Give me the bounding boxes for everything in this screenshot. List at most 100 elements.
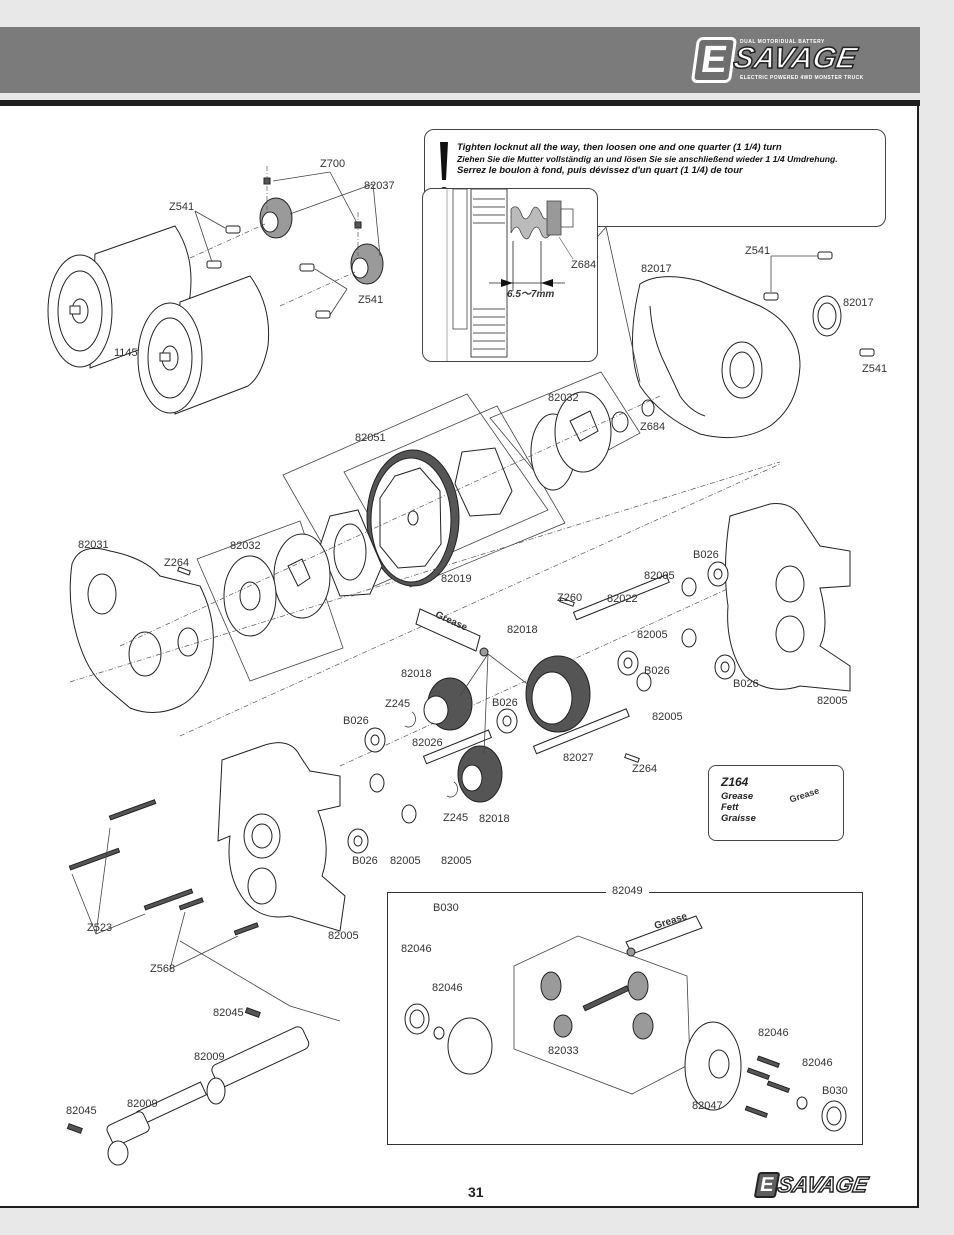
- part-label: 82009: [194, 1051, 225, 1063]
- part-label: 82022: [607, 593, 638, 605]
- header-band: E DUAL MOTOR/DUAL BATTERY SAVAGE ELECTRI…: [0, 27, 920, 93]
- part-label: Z523: [87, 922, 113, 934]
- motor-1145-front: [137, 275, 270, 415]
- grease-word-de: Fett: [721, 802, 739, 813]
- part-label: 82018: [507, 624, 538, 636]
- part-label: 82046: [432, 982, 463, 994]
- page-number: 31: [468, 1184, 484, 1200]
- part-label: 82031: [78, 539, 109, 551]
- locknut-z684: [611, 399, 655, 433]
- part-label: Z260: [557, 592, 583, 604]
- part-label: Z700: [320, 158, 346, 170]
- manual-page: Tighten locknut all the way, then loosen…: [0, 106, 919, 1208]
- part-label: 82033: [548, 1045, 579, 1057]
- grease-tube-label-z164: Grease: [788, 785, 821, 805]
- part-label: 82005: [652, 711, 683, 723]
- part-label: 82005: [328, 930, 359, 942]
- part-label: 82005: [637, 629, 668, 641]
- leader-lines-motors: [189, 166, 381, 316]
- slipper-detail-drawing: [446, 189, 574, 361]
- part-label: 82045: [66, 1105, 97, 1117]
- part-label: B030: [822, 1085, 848, 1097]
- warning-text: Tighten locknut all the way, then loosen…: [457, 142, 838, 177]
- part-label: Z245: [443, 812, 469, 824]
- idler-gears-82018: [423, 655, 591, 803]
- logo-wordmark: SAVAGE: [775, 1171, 870, 1197]
- part-label: B026: [343, 715, 369, 727]
- exploded-view-diagram: [47, 166, 875, 1166]
- part-label: 82009: [127, 1098, 158, 1110]
- differential-assembly: [404, 915, 847, 1132]
- part-label: Z541: [169, 201, 195, 213]
- e-clips-z245: [404, 711, 458, 798]
- center-driveshaft-82009: [66, 940, 341, 1166]
- part-label: 82032: [548, 392, 579, 404]
- part-label: B026: [733, 678, 759, 690]
- part-label: Z684: [640, 421, 666, 433]
- part-label: 82037: [364, 180, 395, 192]
- detail-label-z684: Z684: [571, 259, 597, 271]
- motor-plate-82031: [69, 547, 214, 713]
- part-label: B026: [644, 665, 670, 677]
- spur-gear-82019: [366, 449, 460, 587]
- part-label: Z245: [385, 698, 411, 710]
- bearings-b026: [347, 561, 736, 854]
- pin-z264-a: [177, 566, 191, 576]
- part-label: 82046: [758, 1027, 789, 1039]
- part-label: 82017: [843, 297, 874, 309]
- part-label: 82046: [401, 943, 432, 955]
- part-label: 82005: [441, 855, 472, 867]
- warning-text-de: Ziehen Sie die Mutter vollständig an und…: [457, 153, 838, 164]
- bushings-82005: [369, 577, 697, 824]
- part-label: B030: [433, 902, 459, 914]
- part-label: B026: [352, 855, 378, 867]
- part-label: 82045: [213, 1007, 244, 1019]
- part-label: 82047: [692, 1100, 723, 1112]
- pinion-gear-82037-b: [350, 221, 384, 285]
- gearbox-case-left-82005: [217, 742, 346, 932]
- part-label: 82046: [802, 1057, 833, 1069]
- pinion-gear-82037-a: [259, 177, 293, 239]
- grease-tube-main: [415, 608, 531, 755]
- part-label: Z541: [862, 363, 888, 375]
- part-label: 82018: [479, 813, 510, 825]
- grease-word-en: Grease: [721, 791, 754, 802]
- diff-group-title: 82049: [606, 885, 649, 897]
- grease-word-fr: Graisse: [721, 813, 756, 824]
- screw-z541-set: [206, 225, 875, 357]
- gearbox-case-right-82005: [724, 503, 851, 692]
- logo-wordmark: SAVAGE: [730, 41, 860, 76]
- part-label: Z264: [632, 763, 658, 775]
- part-label: 82019: [441, 573, 472, 585]
- part-label: 82032: [230, 540, 261, 552]
- part-label: Z541: [745, 245, 771, 257]
- diff-group-box: [387, 892, 863, 1145]
- part-label: B026: [693, 549, 719, 561]
- part-label: Z264: [164, 557, 190, 569]
- warning-text-fr: Serrez le boulon à fond, puis dévissez d…: [457, 165, 743, 176]
- part-label: 82005: [644, 570, 675, 582]
- part-label: 82018: [401, 668, 432, 680]
- esavage-logo: E DUAL MOTOR/DUAL BATTERY SAVAGE ELECTRI…: [690, 37, 884, 83]
- shafts: [422, 574, 670, 765]
- logo-tagline-bottom: ELECTRIC POWERED 4WD MONSTER TRUCK: [740, 75, 864, 81]
- part-label: 82027: [563, 752, 594, 764]
- warning-text-en: Tighten locknut all the way, then loosen…: [457, 142, 782, 153]
- bearing-insert-82017: [812, 295, 842, 337]
- part-label: Z541: [358, 294, 384, 306]
- logo-tagline-top: DUAL MOTOR/DUAL BATTERY: [740, 39, 825, 45]
- part-label: 82005: [817, 695, 848, 707]
- grease-note-box: Z164 Grease Fett Graisse Grease: [708, 765, 844, 841]
- part-label: 82026: [412, 737, 443, 749]
- detail-measurement: 6.5〜7mm: [507, 289, 555, 300]
- grease-code: Z164: [721, 775, 749, 789]
- part-label: B026: [492, 697, 518, 709]
- part-label: 1145: [114, 347, 138, 359]
- part-label: 82051: [355, 432, 386, 444]
- part-label: 82005: [390, 855, 421, 867]
- part-label: 82017: [641, 263, 672, 275]
- logo-e-mark: E: [690, 37, 738, 83]
- gear-cover-82017: [632, 276, 801, 439]
- esavage-logo-footer: E SAVAGE: [753, 1171, 886, 1198]
- part-label: Z568: [150, 963, 176, 975]
